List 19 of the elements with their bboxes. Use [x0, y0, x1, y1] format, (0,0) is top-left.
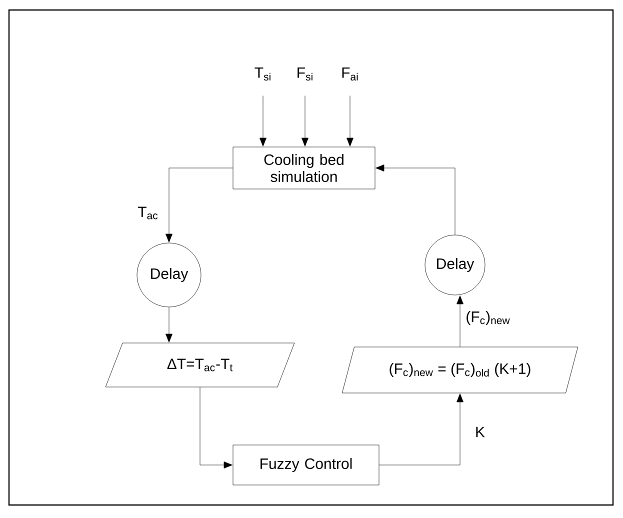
arrow: [346, 96, 354, 146]
arrow: [302, 96, 308, 146]
data-parallelogram: ΔT=T$_{ac}$-T$_{t}$: [105, 342, 295, 388]
arrow: [166, 307, 172, 342]
input-label: F$_{ai}$: [342, 67, 358, 81]
arrow: [379, 394, 464, 466]
arrow: [456, 296, 464, 347]
data-parallelogram: (F$_{c}$)$_{new}$ = (F$_{c}$)$_{old}$ (K+1): [342, 346, 578, 394]
edge-label: K: [474, 426, 486, 438]
arrow: [166, 168, 233, 242]
edge-label: T$_{ac}$: [136, 206, 160, 220]
arrow: [260, 96, 266, 146]
input-label: T$_{si}$: [254, 67, 270, 81]
process-box: Cooling bed simulation: [232, 146, 376, 190]
process-box: Fuzzy Control: [232, 444, 380, 486]
arrow: [376, 164, 456, 235]
arrow: [200, 387, 232, 468]
input-label: F$_{si}$: [298, 67, 312, 81]
edge-label: (F$_{c}$)$_{new}$: [464, 310, 512, 326]
